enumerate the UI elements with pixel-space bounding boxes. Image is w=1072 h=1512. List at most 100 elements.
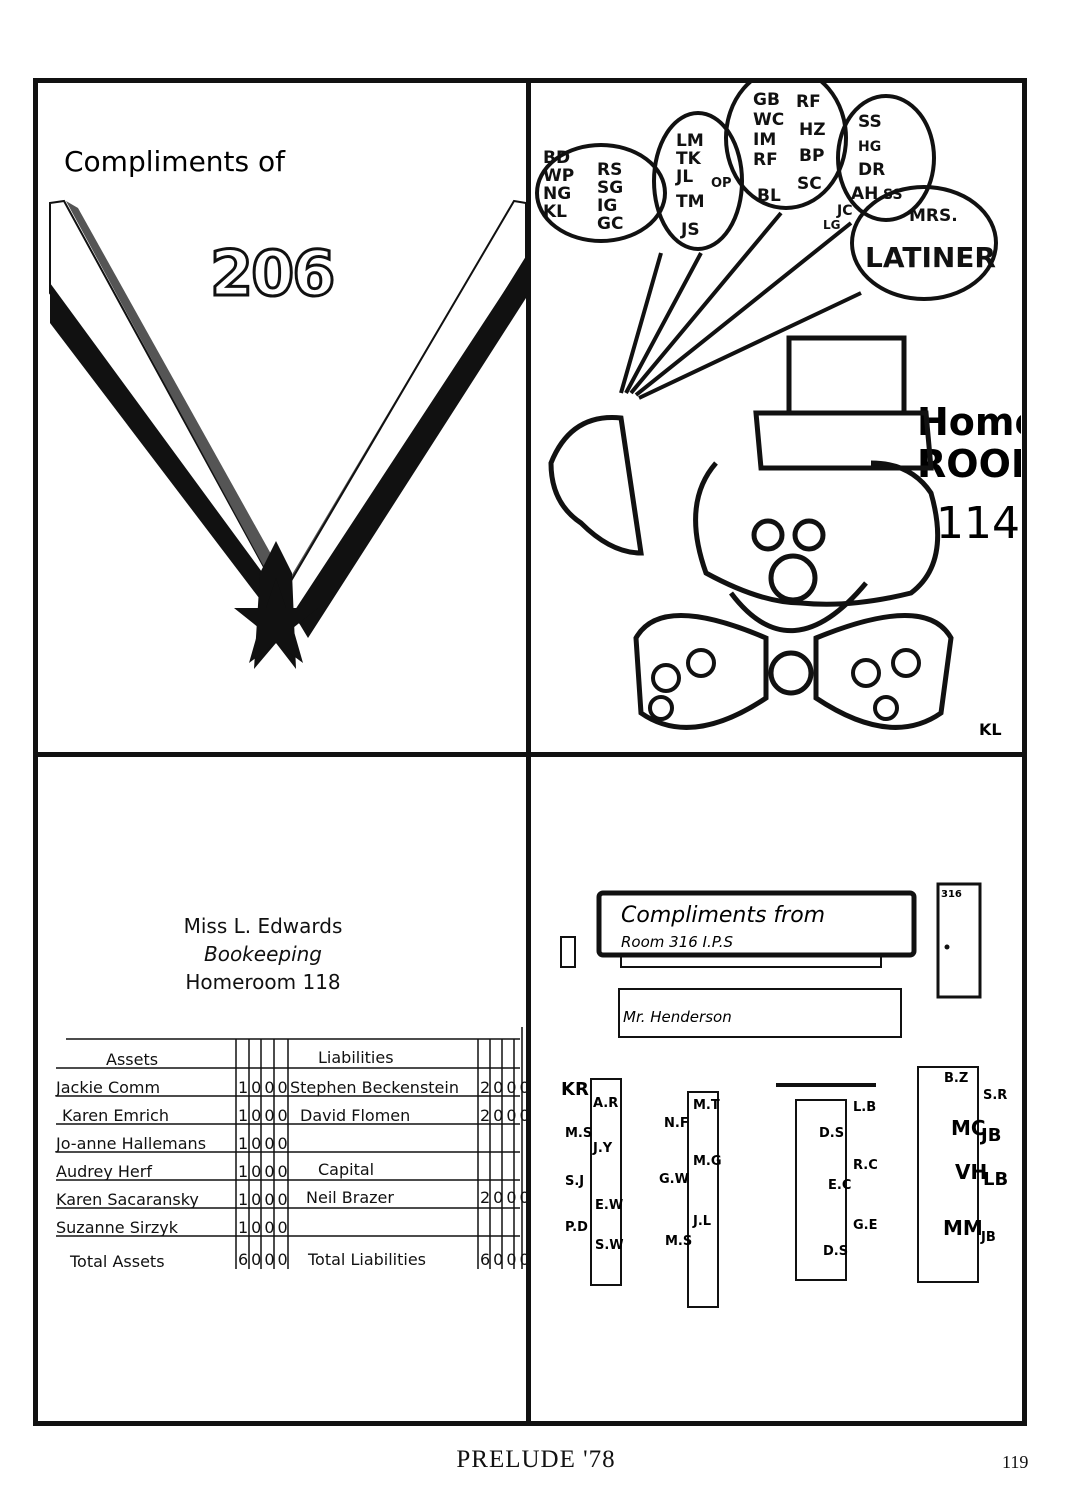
homeroom-label: Homeroom 118	[185, 970, 341, 994]
balloon-1-initials-e: RS	[597, 160, 622, 180]
desk-row-4	[917, 1066, 979, 1283]
liability-amount-1: 2000	[480, 1078, 526, 1097]
clown-eye-right	[792, 518, 826, 552]
room-number-206: 206	[210, 237, 333, 310]
teacher-name: Miss L. Edwards	[183, 914, 343, 938]
balloon-3-initials-i: SC	[797, 174, 822, 194]
asset-name-4: Audrey Herf	[56, 1162, 152, 1181]
panel-room-316: Compliments from Room 316 I.P.S 316 Mr. …	[531, 757, 1021, 1424]
yearbook-title: PRELUDE '78	[456, 1446, 616, 1473]
balloon-4-initials-e: SS	[883, 187, 903, 203]
asset-name-3: Jo-anne Hallemans	[55, 1134, 206, 1153]
bowtie-right	[813, 613, 954, 730]
balloon-2-initials-f: OP	[711, 176, 732, 191]
liabilities-header: Liabilities	[318, 1048, 394, 1067]
hat-band	[753, 410, 934, 471]
seat-mm: MM	[943, 1216, 983, 1240]
v-ribbon-illustration: Compliments of 206	[49, 145, 526, 669]
balloon-2-initials-b: TK	[676, 149, 702, 169]
seat-jl: J.L	[692, 1214, 711, 1229]
home-label: Home	[917, 400, 1021, 444]
clown-hair	[693, 460, 941, 607]
balloon-4-initials-g: LG	[823, 218, 841, 232]
balloon-4-initials-d: AH	[851, 184, 878, 204]
balloon-2-initials-c: JL	[675, 167, 693, 187]
seat-ge: G.E	[853, 1218, 878, 1233]
balloon-1-initials-a: BD	[543, 148, 570, 168]
balloon-1-initials-d: KL	[543, 202, 567, 222]
balloon-1-initials-c: NG	[543, 184, 571, 204]
banner-line1: Compliments from	[621, 903, 825, 928]
seat-rc: R.C	[853, 1158, 878, 1173]
ribbon-left-shadow	[50, 283, 278, 623]
bowtie-knot	[768, 650, 814, 696]
door-number: 316	[941, 889, 962, 900]
teacher-desk	[618, 988, 902, 1038]
seat-ms2: M.S	[665, 1234, 692, 1249]
desk-row-3	[795, 1099, 847, 1281]
banner-board	[596, 890, 917, 958]
clown-hand	[548, 415, 644, 556]
balloon-3-initials-d: RF	[753, 150, 778, 170]
asset-amount-5: 1000	[238, 1190, 291, 1209]
balloon-4-initials-c: DR	[858, 160, 885, 180]
door	[936, 882, 982, 999]
clown-eye-left	[751, 518, 785, 552]
capital-label: Capital	[318, 1160, 374, 1179]
subject-name: Bookeeping	[203, 942, 322, 966]
total-liabilities-label: Total Liabilities	[307, 1250, 426, 1269]
total-assets-value: 6000	[238, 1250, 291, 1269]
seat-lb: L.B	[853, 1100, 876, 1115]
assets-header: Assets	[106, 1050, 158, 1069]
balloon-3-initials-f: RF	[796, 92, 821, 112]
seat-mg: M.G	[693, 1154, 722, 1169]
artist-signature: KL	[979, 720, 1002, 739]
balloon-4	[836, 94, 936, 222]
seat-sw: S.W	[595, 1238, 624, 1253]
clown-balloons-illustration: BD WP NG KL RS SG IG GC LM TK JL TM JS O…	[535, 83, 1021, 739]
balloon-3-initials-h: BP	[799, 146, 824, 166]
seat-nf: N.F	[664, 1116, 689, 1131]
ribbon-right-shadow	[293, 258, 526, 638]
asset-name-6: Suzanne Sirzyk	[56, 1218, 179, 1237]
seat-vh: VH	[955, 1160, 987, 1184]
asset-amount-3: 1000	[238, 1134, 291, 1153]
room-label: ROOM	[917, 442, 1021, 486]
liability-name-2: David Flomen	[300, 1106, 410, 1125]
desk-row-1	[590, 1078, 622, 1286]
balloon-3-initials-e: BL	[757, 186, 781, 206]
balloon-1	[535, 143, 667, 243]
seat-ew: E.W	[595, 1198, 623, 1213]
balloon-3-initials-g: HZ	[799, 120, 826, 140]
liability-amount-5: 2000	[480, 1188, 526, 1207]
seat-ar: A.R	[593, 1096, 618, 1111]
seat-jb: JB	[979, 1125, 1001, 1146]
liability-name-5: Neil Brazer	[306, 1188, 394, 1207]
total-assets-label: Total Assets	[69, 1252, 165, 1271]
teacher-balloon-line2: LATINER	[865, 241, 996, 274]
desk-label: Mr. Henderson	[623, 1008, 732, 1026]
page-number: 119	[1002, 1452, 1029, 1472]
banner-line2: Room 316 I.P.S	[621, 933, 733, 951]
hat-top	[786, 335, 907, 416]
grid-divider-horizontal	[35, 752, 1025, 757]
seat-sj: S.J	[565, 1174, 584, 1189]
seat-kr: KR	[561, 1079, 589, 1100]
panel-homeroom-118: Miss L. Edwards Bookeeping Homeroom 118 …	[38, 757, 526, 1424]
balloon-3	[724, 83, 848, 210]
seat-ms: M.S	[565, 1126, 592, 1141]
clown-nose	[768, 553, 818, 603]
star-icon	[234, 578, 318, 663]
panel-homeroom-114: BD WP NG KL RS SG IG GC LM TK JL TM JS O…	[531, 83, 1021, 752]
balloon-4-initials-f: JC	[836, 203, 852, 219]
seat-gw: G.W	[659, 1172, 689, 1187]
asset-name-5: Karen Sacaransky	[56, 1190, 199, 1209]
balloon-2-initials-a: LM	[676, 131, 704, 151]
total-liabilities-value: 6000	[480, 1250, 526, 1269]
classroom-map-illustration: Compliments from Room 316 I.P.S 316 Mr. …	[560, 882, 1008, 1308]
panel-room-206: Compliments of 206	[38, 83, 526, 752]
asset-amount-2: 1000	[238, 1106, 291, 1125]
desk-row-2	[687, 1091, 719, 1308]
seat-ds: D.S	[819, 1126, 844, 1141]
room-number-114: 114	[936, 498, 1020, 549]
